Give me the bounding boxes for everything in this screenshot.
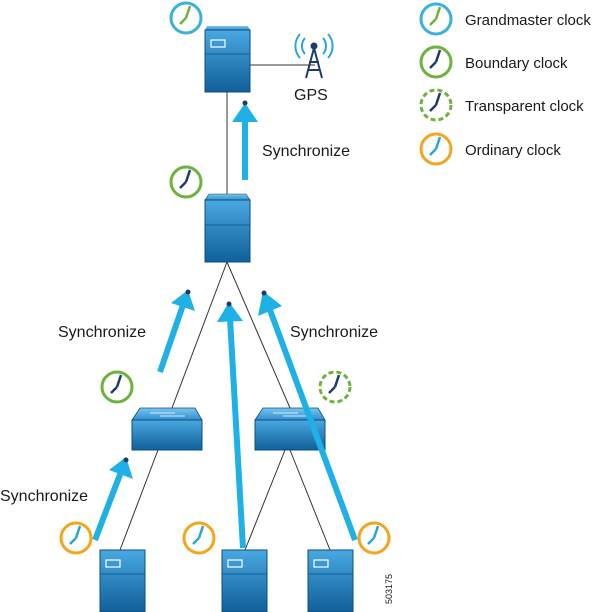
connection-lines — [119, 64, 331, 551]
legend-label: Grandmaster clock — [465, 12, 591, 29]
ordinary-clock-icon-right — [357, 521, 391, 555]
legend-item-grandmaster: Grandmaster clock — [419, 2, 591, 36]
link-bc-to-left-switch — [171, 261, 228, 409]
legend-item-ordinary: Ordinary clock — [419, 132, 561, 166]
sync-arrow-top — [232, 103, 258, 180]
sync-arrow-bottom — [92, 457, 133, 542]
legend-item-boundary: Boundary clock — [419, 45, 568, 79]
sync-label-top: Synchronize — [262, 143, 350, 160]
sync-label-left-mid: Synchronize — [58, 324, 146, 341]
transparent-clock-icon — [318, 370, 352, 404]
gps-tower-icon — [294, 33, 334, 79]
sync-arrow-center — [217, 302, 246, 549]
sync-label-right-mid: Synchronize — [290, 324, 378, 341]
legend: Grandmaster clock Boundary clock Transpa… — [419, 2, 591, 166]
link-right-switch-to-right-server — [289, 449, 331, 551]
left-boundary-switch[interactable] — [131, 407, 203, 451]
ordinary-server-left[interactable] — [99, 549, 146, 612]
legend-label: Ordinary clock — [465, 142, 561, 159]
ordinary-server-middle[interactable] — [221, 549, 268, 612]
link-left-switch-to-server — [119, 449, 159, 551]
boundary-clock-switch[interactable] — [204, 193, 251, 263]
boundary-clock-icon-top — [169, 165, 203, 199]
legend-label: Transparent clock — [465, 98, 584, 115]
grandmaster-server[interactable] — [204, 26, 251, 93]
boundary-clock-icon — [419, 45, 453, 79]
ordinary-clock-icon — [419, 132, 453, 166]
sync-arrow-right-long — [258, 291, 358, 542]
figure-id: 503175 — [384, 574, 394, 604]
sync-arrows — [92, 100, 358, 549]
ordinary-server-right[interactable] — [307, 549, 354, 612]
boundary-clock-icon-left — [100, 370, 134, 404]
link-bc-to-right-switch — [226, 261, 291, 409]
grandmaster-clock-icon — [169, 1, 203, 35]
grandmaster-clock-icon — [419, 2, 453, 36]
ordinary-clock-icon-left — [59, 521, 93, 555]
legend-item-transparent: Transparent clock — [419, 88, 584, 122]
gps-label: GPS — [294, 87, 328, 104]
legend-label: Boundary clock — [465, 55, 568, 72]
ordinary-clock-icon-middle — [182, 521, 216, 555]
sync-arrow-left-mid — [157, 290, 195, 373]
sync-label-bottom: Synchronize — [0, 488, 88, 505]
link-right-switch-to-mid-server — [244, 449, 286, 551]
transparent-clock-icon — [419, 88, 453, 122]
